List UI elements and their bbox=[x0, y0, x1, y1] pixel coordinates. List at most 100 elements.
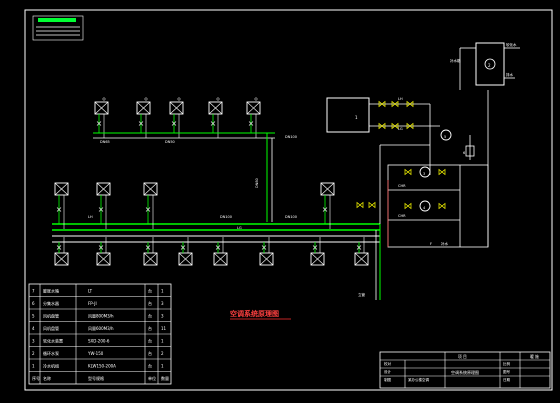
valve-icon bbox=[180, 245, 186, 250]
table-cell-spec: 风量600M3/h bbox=[88, 325, 114, 331]
valve-icon bbox=[215, 245, 221, 250]
fancoil-unit bbox=[208, 101, 223, 138]
table-cell-name: 膨胀水箱 bbox=[43, 288, 59, 294]
table-cell-no: 1 bbox=[32, 364, 35, 369]
fancoil-unit bbox=[54, 237, 69, 266]
fancoil-cross bbox=[96, 182, 111, 196]
valve-icon bbox=[322, 207, 328, 212]
fancoil-box bbox=[96, 252, 111, 266]
title-block-design: 设计 bbox=[384, 369, 392, 374]
tank-number: 2 bbox=[488, 63, 491, 68]
table-cell-name: 软化水装置 bbox=[43, 338, 63, 344]
tag-marker bbox=[144, 97, 148, 101]
table-cell-name: 循环水泵 bbox=[43, 350, 59, 356]
valve-icon bbox=[210, 121, 216, 126]
valve-icon bbox=[145, 207, 151, 212]
title-block-checker: 校对 bbox=[384, 361, 392, 366]
pipe-label-dn65: DN65 bbox=[100, 140, 110, 144]
logo-banner bbox=[32, 15, 84, 41]
fancoil-cross bbox=[54, 252, 69, 266]
fancoil-box bbox=[213, 252, 228, 266]
fancoil-cross bbox=[208, 101, 223, 115]
valve-icon bbox=[96, 121, 102, 126]
fancoil-cross bbox=[54, 182, 69, 196]
table-cell-no: 6 bbox=[32, 301, 35, 306]
table-cell-qty: 1 bbox=[161, 339, 164, 344]
fancoil-unit bbox=[94, 101, 109, 138]
table-cell-unit: 台 bbox=[148, 363, 152, 369]
fancoil-box bbox=[259, 252, 274, 266]
valve-icon bbox=[171, 121, 177, 126]
valve-icon bbox=[356, 201, 364, 209]
tag-marker bbox=[254, 97, 258, 101]
pump-2 bbox=[419, 200, 431, 212]
tag-marker bbox=[216, 97, 220, 101]
fancoil-box bbox=[136, 101, 151, 115]
top-fancoil-row bbox=[94, 97, 261, 138]
tank-label: 补水箱 bbox=[450, 58, 461, 63]
fancoil-cross bbox=[259, 252, 274, 266]
fancoil-cross bbox=[178, 252, 193, 266]
pump-a-number: 3 bbox=[423, 172, 425, 176]
fancoil-cross bbox=[143, 252, 158, 266]
fancoil-box bbox=[54, 182, 69, 196]
table-cell-unit: 台 bbox=[148, 300, 152, 306]
table-cell-spec: KLW150-200A bbox=[88, 364, 116, 369]
softener bbox=[440, 129, 452, 141]
chiller-unit bbox=[326, 97, 370, 133]
valve-icon bbox=[368, 201, 376, 209]
table-cell-no: 3 bbox=[32, 339, 35, 344]
main-pipes bbox=[52, 223, 381, 300]
valve-icon bbox=[378, 122, 386, 130]
fancoil-box bbox=[96, 182, 111, 196]
table-cell-no: 序号 bbox=[32, 375, 40, 381]
table-cell-qty: 1 bbox=[161, 289, 164, 294]
fancoil-unit bbox=[178, 237, 193, 266]
fancoil-unit bbox=[310, 237, 325, 266]
softener-number: 5 bbox=[444, 135, 446, 139]
fancoil-cross bbox=[354, 252, 369, 266]
fancoil-unit bbox=[136, 101, 151, 138]
tag-marker bbox=[177, 97, 181, 101]
plant-room bbox=[326, 42, 520, 248]
branch-label-top: DN100 bbox=[285, 135, 297, 139]
middle-fancoil-row bbox=[54, 182, 335, 229]
fancoil-box bbox=[310, 252, 325, 266]
table-cell-unit: 台 bbox=[148, 313, 152, 319]
table-cell-unit: 台 bbox=[148, 288, 152, 294]
fancoil-box bbox=[354, 252, 369, 266]
fancoil-unit bbox=[320, 182, 335, 229]
table-cell-qty: 数量 bbox=[161, 375, 169, 381]
main-label-dn100b: DN100 bbox=[285, 215, 297, 219]
valve-icon bbox=[391, 122, 399, 130]
table-cell-no: 5 bbox=[32, 314, 35, 319]
fancoil-box bbox=[246, 101, 261, 115]
fancoil-unit bbox=[169, 101, 184, 138]
valve-icon bbox=[145, 245, 151, 250]
main-label-lg: LG bbox=[237, 226, 242, 230]
fancoil-unit bbox=[143, 237, 158, 266]
table-cell-no: 7 bbox=[32, 289, 35, 294]
table-cell-qty: 1 bbox=[161, 364, 164, 369]
valve-icon bbox=[406, 100, 414, 108]
valve-icon bbox=[248, 121, 254, 126]
fancoil-box bbox=[169, 101, 184, 115]
title-block-code: 暖 施 bbox=[530, 354, 539, 359]
fancoil-box bbox=[54, 252, 69, 266]
drawing-title: 空调系统原理图 bbox=[230, 309, 279, 318]
title-block-project: 某办公楼空调 bbox=[408, 377, 429, 382]
makeup-label: 补水 bbox=[441, 241, 449, 246]
title-block-scale: 比例 bbox=[503, 361, 511, 366]
title-block-drafter: 制图 bbox=[384, 377, 392, 382]
expansion-tank bbox=[475, 42, 505, 86]
table-cell-qty: 3 bbox=[161, 314, 164, 319]
fancoil-unit bbox=[354, 237, 369, 266]
fancoil-box bbox=[320, 182, 335, 196]
pipe-label-dn50: DN50 bbox=[165, 140, 175, 144]
table-cell-spec: 型号规格 bbox=[88, 375, 104, 381]
table-cell-no: 2 bbox=[32, 351, 35, 356]
title-block-sheet: 图号 bbox=[503, 369, 511, 374]
fancoil-unit bbox=[54, 182, 69, 229]
valve-icon bbox=[356, 245, 362, 250]
pump-group-label-b: CHR bbox=[398, 214, 406, 218]
